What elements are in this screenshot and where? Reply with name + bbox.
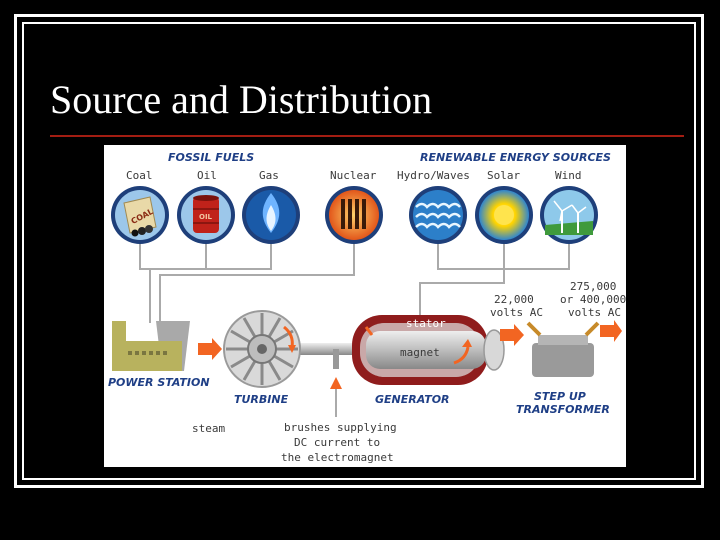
slide-frame-inner [22, 22, 696, 480]
brushes-label-line-2: DC current to [294, 436, 380, 449]
stator-label: stator [406, 317, 446, 330]
voltage-high-line-1: 275,000 [570, 280, 616, 293]
coal-icon: COAL [111, 186, 169, 244]
power-station-label: POWER STATION [108, 376, 210, 389]
nuclear-rods-icon [325, 186, 383, 244]
steam-label: steam [192, 422, 225, 435]
hydro-waves-icon [409, 186, 467, 244]
voltage-low-line-2: volts AC [490, 306, 543, 319]
voltage-high-line-2: or 400,000 [560, 293, 626, 306]
transformer-label-line-1: STEP UP [534, 390, 586, 403]
nuclear-label: Nuclear [330, 169, 377, 182]
steam-arrow [198, 338, 222, 360]
turbine-label: TURBINE [234, 393, 289, 406]
gas-flame-icon [242, 186, 300, 244]
transformer-label-line-2: TRANSFORMER [516, 403, 610, 416]
brushes-label-line-1: brushes supplying [284, 421, 397, 434]
power-distribution-diagram: FOSSIL FUELS RENEWABLE ENERGY SOURCES Co… [104, 145, 626, 467]
gas-label: Gas [259, 169, 279, 182]
oil-label: Oil [197, 169, 217, 182]
wind-turbine-icon [540, 186, 598, 244]
slide-title: Source and Distribution [50, 77, 433, 122]
generator-icon [352, 315, 505, 385]
brushes-arrow [330, 377, 342, 389]
brushes-label-line-3: the electromagnet [281, 451, 394, 464]
generator-label: GENERATOR [375, 393, 450, 406]
renewable-sources-heading: RENEWABLE ENERGY SOURCES [420, 151, 611, 164]
brushes-contact [333, 349, 339, 369]
turbine-icon [223, 310, 301, 388]
magnet-label: magnet [400, 346, 440, 359]
slide-frame-outer [14, 14, 704, 488]
wind-label: Wind [555, 169, 582, 182]
generator-arrow-right [453, 346, 470, 365]
solar-label: Solar [487, 169, 520, 182]
source-connection-lines [139, 243, 570, 323]
oil-barrel-text: OIL [199, 213, 213, 221]
generator-arrow-left [364, 326, 374, 336]
voltage-high-line-3: volts AC [568, 306, 621, 319]
fossil-fuels-heading: FOSSIL FUELS [168, 151, 254, 164]
generator-arrowhead [462, 339, 472, 347]
voltage-low-line-1: 22,000 [494, 293, 534, 306]
oil-barrel-icon: OIL [177, 186, 235, 244]
coal-label: Coal [126, 169, 153, 182]
step-up-transformer-icon [526, 321, 600, 377]
sun-icon [475, 186, 533, 244]
title-underline [50, 135, 684, 137]
turbine-rotation-arrowhead [288, 345, 296, 353]
power-station-icon [112, 321, 190, 371]
hydro-waves-label: Hydro/Waves [397, 169, 470, 182]
generator-output-arrow [500, 324, 524, 346]
transformer-output-arrow [600, 320, 622, 342]
